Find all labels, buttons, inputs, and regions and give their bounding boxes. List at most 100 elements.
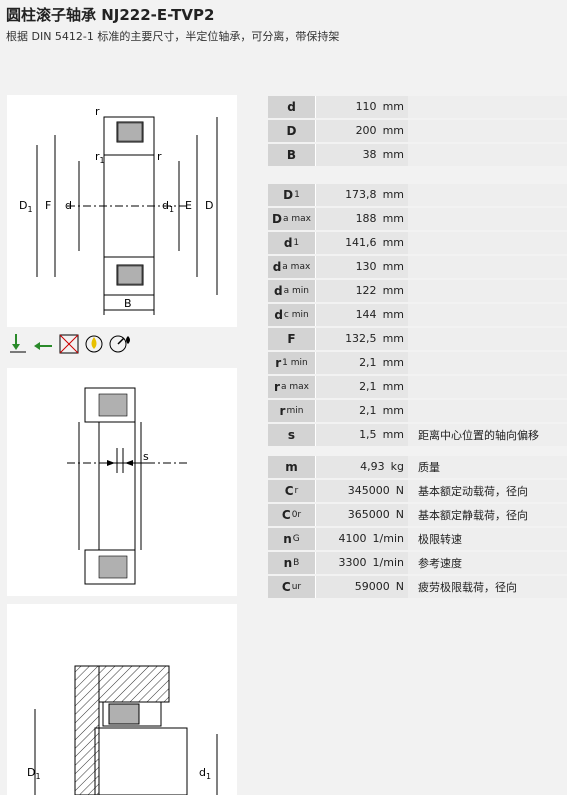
mounting-dimensions-diagram: D1 d1 — [27, 665, 218, 795]
param-description — [408, 183, 567, 206]
param-description: 基本额定静载荷，径向 — [408, 503, 567, 526]
axial-displacement-drawing: s — [7, 368, 237, 596]
param-description — [408, 255, 567, 278]
bearing-cross-section-drawing: r r1 r D1 F d d1 E D B — [19, 105, 218, 315]
param-description — [408, 119, 567, 142]
dimension-drawing: r r1 r D1 F d d1 E D B — [7, 95, 237, 327]
param-description: 参考速度 — [408, 551, 567, 574]
mounting-drawing: D1 d1 — [7, 604, 237, 795]
param-description — [408, 207, 567, 230]
label-D1-mount: D1 — [27, 766, 41, 781]
param-description — [408, 95, 567, 118]
not-separable-icon — [59, 334, 79, 354]
param-description — [408, 143, 567, 166]
label-s: s — [143, 450, 149, 463]
lubrication-icon — [85, 335, 103, 353]
label-E: E — [185, 199, 192, 212]
param-description: 极限转速 — [408, 527, 567, 550]
param-description — [408, 303, 567, 326]
label-F: F — [45, 199, 51, 212]
param-description: 距离中心位置的轴向偏移 — [408, 423, 567, 446]
speed-icon — [109, 335, 130, 353]
label-D1: D1 — [19, 199, 33, 214]
param-description — [408, 375, 567, 398]
param-description — [408, 231, 567, 254]
param-description — [408, 351, 567, 374]
label-r-right: r — [157, 150, 162, 163]
param-description — [408, 327, 567, 350]
param-symbol: D — [268, 119, 316, 142]
page-subtitle: 根据 DIN 5412-1 标准的主要尺寸，半定位轴承，可分离，带保持架 — [6, 30, 340, 43]
radial-load-icon — [10, 334, 26, 353]
label-d1: d1 — [162, 199, 174, 214]
param-symbol: d — [268, 95, 316, 118]
label-r-top: r — [95, 105, 100, 118]
label-r1: r1 — [95, 150, 105, 165]
label-d1-mount: d1 — [199, 766, 211, 781]
param-description: 疲劳极限载荷，径向 — [408, 575, 567, 598]
param-symbol: B — [268, 143, 316, 166]
feature-icons — [8, 332, 148, 356]
param-symbol: s — [268, 423, 316, 446]
axial-load-icon — [34, 342, 52, 350]
axial-offset-diagram: s — [67, 387, 187, 585]
param-symbol: m — [268, 455, 316, 478]
param-description — [408, 279, 567, 302]
label-B: B — [124, 297, 132, 310]
param-description: 质量 — [408, 455, 567, 478]
label-D: D — [205, 199, 213, 212]
